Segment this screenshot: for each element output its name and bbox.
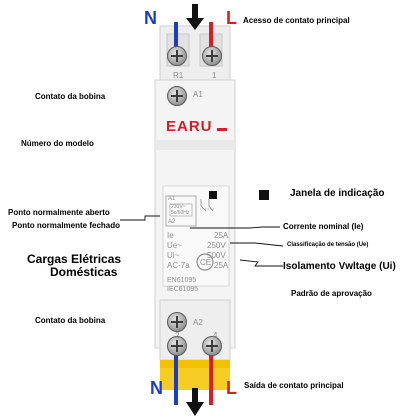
spec-ie-label: Ie bbox=[167, 231, 174, 240]
terminal-marking-a2: A2 bbox=[193, 318, 203, 327]
spec-ie-value: 25A bbox=[214, 231, 229, 240]
label-approval-standard: Padrão de aprovação bbox=[291, 289, 372, 298]
standard-iec: IEC61095 bbox=[167, 286, 199, 293]
brand-logo: EARU bbox=[166, 118, 213, 135]
arrow-down-icon-bottom bbox=[186, 388, 204, 416]
screw-terminal-a1 bbox=[167, 86, 187, 106]
leader-lines bbox=[120, 215, 284, 267]
label-household-loads-2: Domésticas bbox=[50, 265, 118, 279]
live-label-bottom: L bbox=[226, 378, 237, 398]
screw-terminal-l-bottom bbox=[202, 336, 222, 356]
spec-ui-label: Ui~ bbox=[167, 251, 180, 260]
ce-mark-icon bbox=[196, 253, 214, 271]
indicator-window-icon bbox=[209, 191, 217, 199]
terminal-marking-a1: A1 bbox=[193, 90, 203, 99]
label-insulation-voltage: Isolamento Vwltage (Ui) bbox=[283, 261, 396, 272]
spec-ac-value: 25A bbox=[214, 261, 229, 270]
terminal-marking-4: 4 bbox=[213, 331, 218, 340]
terminal-marking-1: 1 bbox=[212, 71, 217, 80]
standard-en: EN61095 bbox=[167, 277, 197, 284]
spec-ue-value: 250V bbox=[207, 241, 226, 250]
schematic-a2: A2 bbox=[168, 219, 176, 225]
label-indicator-window: Janela de indicação bbox=[290, 188, 385, 199]
arrow-down-icon-top bbox=[186, 4, 204, 30]
label-household-loads-1: Cargas Elétricas bbox=[27, 252, 122, 266]
label-normally-closed: Ponto normalmente fechado bbox=[12, 221, 121, 230]
label-coil-contact-bottom: Contato da bobina bbox=[35, 316, 106, 325]
spec-ue-label: Ue~ bbox=[167, 241, 182, 250]
schematic-a1: A1 bbox=[168, 196, 176, 202]
ce-mark-text: CE bbox=[200, 258, 212, 267]
indicator-marker bbox=[259, 190, 269, 200]
label-coil-contact-top: Contato da bobina bbox=[35, 92, 106, 101]
spec-ui-value: 500V bbox=[207, 251, 226, 260]
live-label-top: L bbox=[226, 8, 237, 28]
spec-ac-label: AC-7a bbox=[167, 261, 190, 270]
terminal-marking-r1: R1 bbox=[173, 71, 184, 80]
neutral-label-bottom: N bbox=[150, 378, 163, 398]
label-normally-open: Ponto normalmente aberto bbox=[8, 208, 110, 217]
schematic-frequency: 5c/60Hz bbox=[171, 210, 190, 216]
schematic-voltage: 230V~ bbox=[171, 204, 186, 210]
label-main-contact-input: Acesso de contato principal bbox=[243, 16, 350, 25]
label-main-contact-output: Saída de contato principal bbox=[244, 381, 344, 390]
neutral-label-top: N bbox=[144, 8, 157, 28]
label-rated-current: Corrente nominal (Ie) bbox=[283, 222, 364, 231]
screw-terminal-n-top bbox=[167, 46, 187, 66]
screw-terminal-n-bottom bbox=[167, 336, 187, 356]
terminal-marking-2: 2 bbox=[175, 331, 180, 340]
coil-schematic bbox=[165, 195, 197, 227]
label-voltage-rating: Classificação de tensão (Ue) bbox=[287, 242, 369, 248]
label-model-number: Número do modelo bbox=[21, 139, 94, 148]
screw-terminal-a2 bbox=[167, 312, 187, 332]
screw-terminal-l-top bbox=[202, 46, 222, 66]
